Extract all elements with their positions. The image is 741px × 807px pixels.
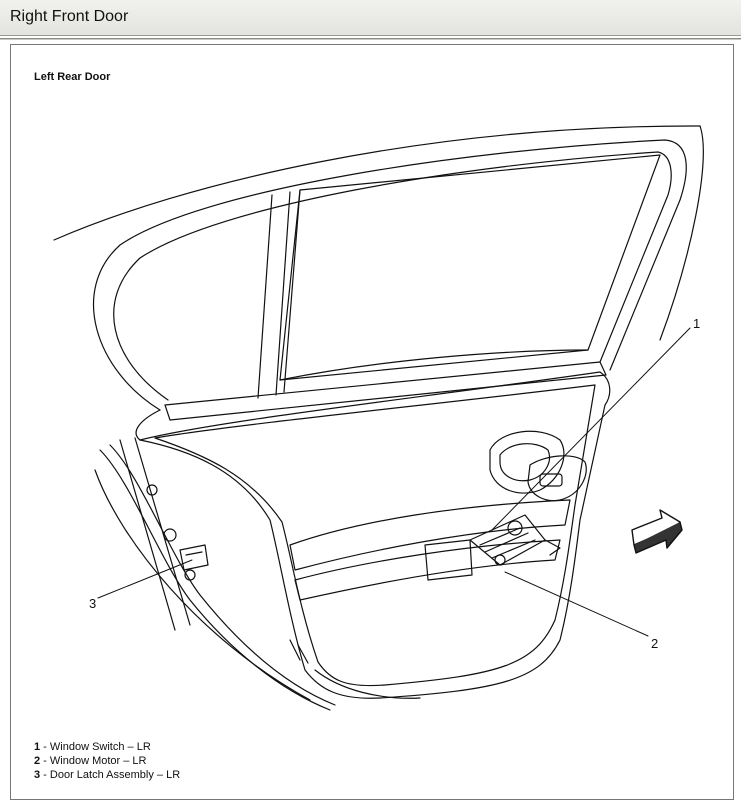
callout-1: 1	[693, 316, 701, 331]
legend-item: 3 - Door Latch Assembly – LR	[34, 768, 180, 782]
legend-item: 2 - Window Motor – LR	[34, 754, 180, 768]
page-title: Right Front Door	[10, 8, 129, 25]
door-panel	[139, 371, 611, 699]
callout-2: 2	[651, 636, 659, 651]
window-frame-outer	[92, 139, 687, 411]
roof-line	[53, 125, 701, 241]
callout-3: 3	[89, 596, 97, 611]
legend-number: 2	[34, 755, 41, 767]
legend-number: 3	[34, 769, 41, 781]
leader-2	[504, 571, 649, 637]
diagram-title: Left Rear Door	[34, 71, 111, 83]
door-handle	[489, 430, 565, 494]
legend-number: 1	[34, 741, 41, 753]
legend-separator: -	[40, 769, 50, 781]
window-frame-inner	[113, 151, 672, 401]
page-header: Right Front Door	[0, 0, 741, 36]
b-pillar	[257, 189, 301, 399]
beltline	[164, 361, 607, 421]
leader-1	[491, 327, 691, 531]
legend-label: Door Latch Assembly – LR	[49, 769, 181, 781]
door-latch	[179, 544, 209, 571]
diagram-frame	[10, 44, 734, 800]
armrest	[289, 499, 571, 571]
window-switch	[527, 455, 587, 502]
legend-item: 1 - Window Switch – LR	[34, 740, 180, 754]
legend-label: Window Switch – LR	[49, 741, 151, 753]
legend-label: Window Motor – LR	[49, 755, 147, 767]
window-glass	[279, 154, 661, 381]
leader-3	[97, 559, 193, 599]
legend: 1 - Window Switch – LR 2 - Window Motor …	[34, 740, 180, 782]
header-divider	[0, 38, 741, 40]
legend-separator: -	[40, 755, 50, 767]
legend-separator: -	[40, 741, 50, 753]
door-jamb	[99, 449, 331, 711]
forward-arrow-icon	[631, 509, 683, 554]
